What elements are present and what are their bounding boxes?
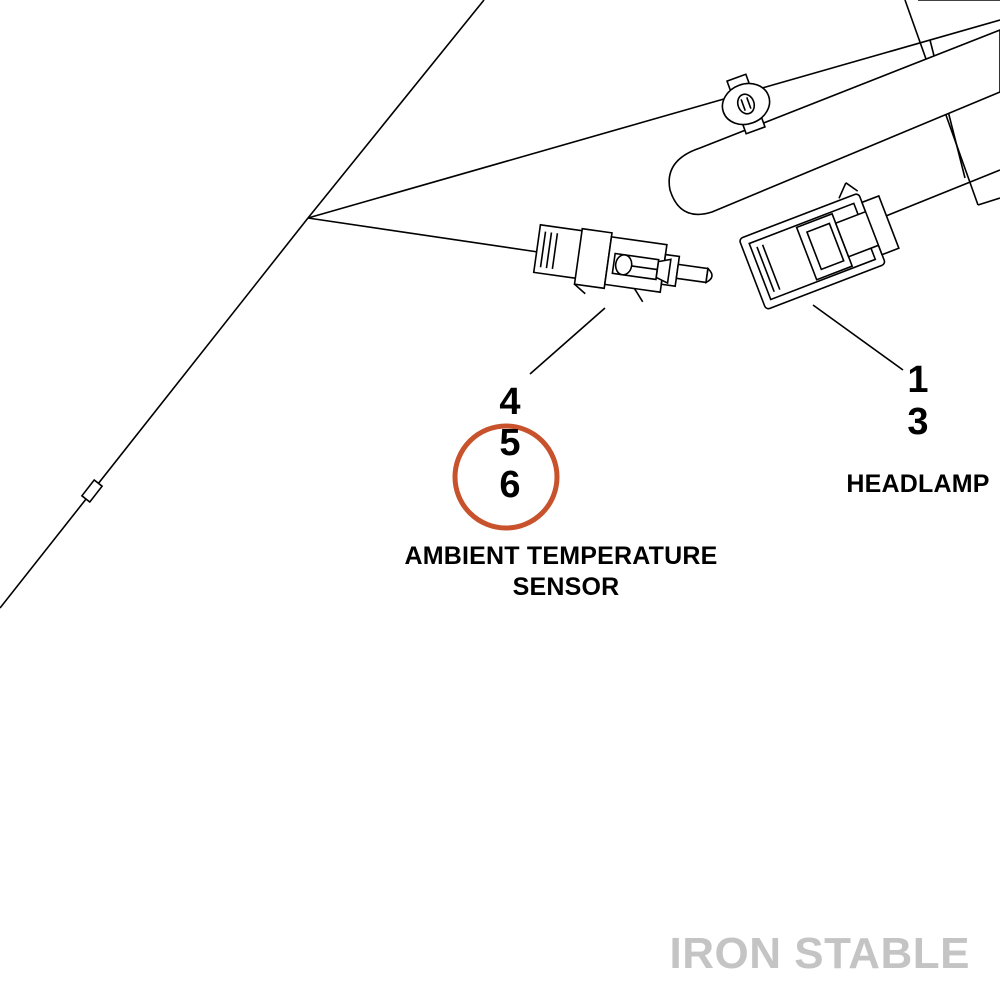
inline-splice-icon (80, 478, 104, 504)
wire-to-frame (307, 19, 1000, 219)
highlight-circle (452, 423, 560, 531)
sensor-label-line1: AMBIENT TEMPERATURE (404, 542, 717, 570)
wire-to-sensor (307, 217, 539, 253)
headlamp-connector-icon (739, 182, 900, 310)
sensor-leader-line (529, 307, 606, 375)
wire-lower-diagonal (0, 217, 309, 609)
harness-wires (0, 0, 1000, 609)
sensor-callout-numbers: 4 5 6 (499, 381, 520, 506)
headlamp-callout-numbers: 1 3 (907, 359, 928, 443)
headlamp-number-3: 3 (907, 401, 928, 443)
tube-clip-icon (721, 73, 771, 135)
wire-main-diagonal (307, 0, 485, 219)
watermark: IRON STABLE (670, 929, 970, 978)
headlamp-tube (668, 29, 1000, 221)
headlamp-leader-line (812, 304, 904, 371)
headlamp-label: HEADLAMP (846, 470, 989, 498)
ambient-sensor-icon (532, 223, 713, 303)
sensor-number-4: 4 (499, 381, 520, 423)
leader-lines (529, 304, 904, 375)
sensor-label-line2: SENSOR (513, 573, 620, 601)
sensor-number-5: 5 (499, 422, 520, 464)
sensor-number-6: 6 (499, 464, 520, 506)
headlamp-number-1: 1 (907, 359, 928, 401)
